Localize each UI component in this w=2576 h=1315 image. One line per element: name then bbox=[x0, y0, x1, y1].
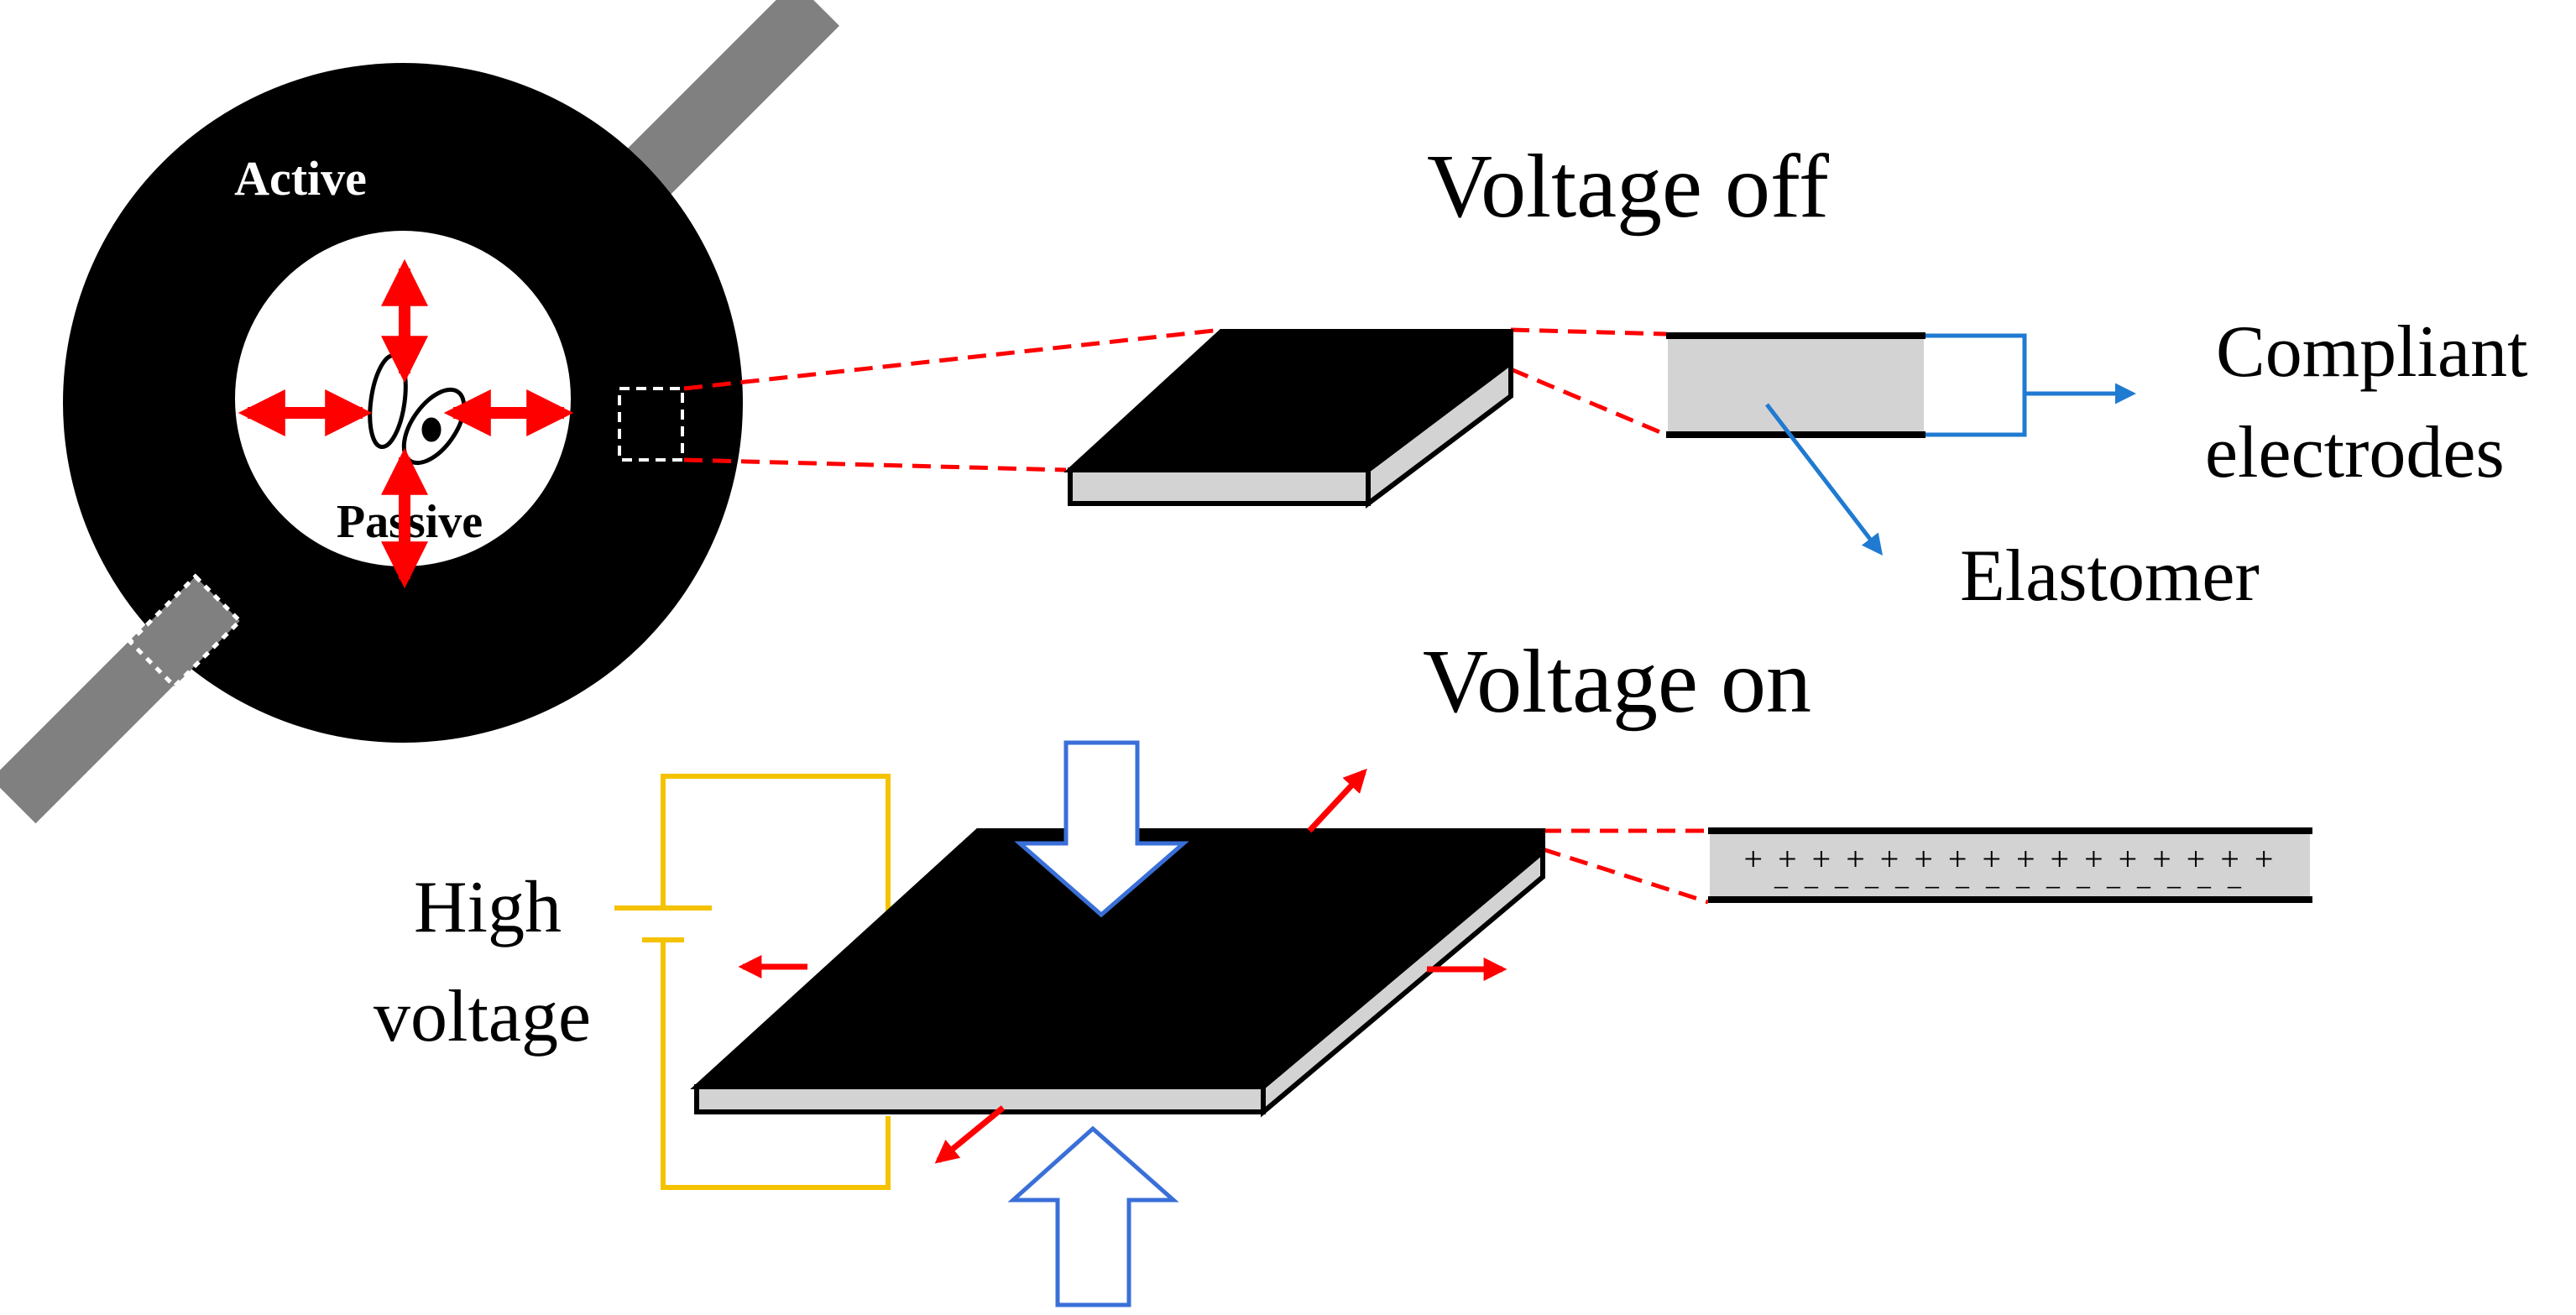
high-label: High bbox=[414, 867, 562, 948]
zoom-lines bbox=[683, 327, 1709, 905]
circuit-wire-bottom bbox=[661, 940, 891, 1190]
compliant-label: Compliant bbox=[2216, 311, 2528, 393]
elastomer-pointer bbox=[1765, 403, 1884, 556]
electrodes-label: electrodes bbox=[2205, 412, 2505, 493]
expansion-arrows bbox=[738, 768, 1507, 1164]
elastomer-layer bbox=[1668, 336, 1924, 435]
expansion-arrow-up bbox=[1307, 768, 1367, 833]
bottom-pressure-arrow bbox=[1007, 1125, 1179, 1307]
active-label: Active bbox=[234, 151, 367, 206]
on-cross-section: + + + + + + + + + + + + + + + + – – – – … bbox=[1708, 827, 2312, 903]
strain-arrows bbox=[238, 258, 574, 589]
voltage-off-title: Voltage off bbox=[1427, 137, 1829, 237]
off-film-block bbox=[1063, 329, 1513, 509]
circuit-wire-top bbox=[661, 774, 891, 965]
on-film-block bbox=[690, 828, 1545, 1118]
top-pressure-arrow bbox=[1014, 740, 1189, 918]
passive-center bbox=[235, 231, 571, 566]
strip-overlap-outline bbox=[127, 573, 243, 690]
off-cross-section bbox=[1666, 332, 2136, 556]
positive-charges: + + + + + + + + + + + + + + + + bbox=[1744, 840, 2277, 878]
elastomer-label: Elastomer bbox=[1960, 535, 2260, 617]
negative-charges: – – – – – – – – – – – – – – – – bbox=[1774, 869, 2246, 900]
voltage-on-title: Voltage on bbox=[1423, 632, 1811, 732]
expansion-arrow-down bbox=[934, 1105, 1006, 1164]
ring-actuator: Active Passive bbox=[0, 0, 839, 824]
off-film-top-electrode bbox=[1063, 329, 1513, 472]
off-film-side bbox=[1068, 467, 1371, 506]
on-film-front-side bbox=[694, 1084, 1266, 1114]
electrode-bracket bbox=[1925, 333, 2027, 437]
on-film-top-electrode bbox=[690, 828, 1545, 1089]
high-voltage-circuit bbox=[614, 774, 891, 1190]
on-elastomer-layer bbox=[1710, 831, 2310, 898]
voltage-label: voltage bbox=[374, 976, 591, 1057]
